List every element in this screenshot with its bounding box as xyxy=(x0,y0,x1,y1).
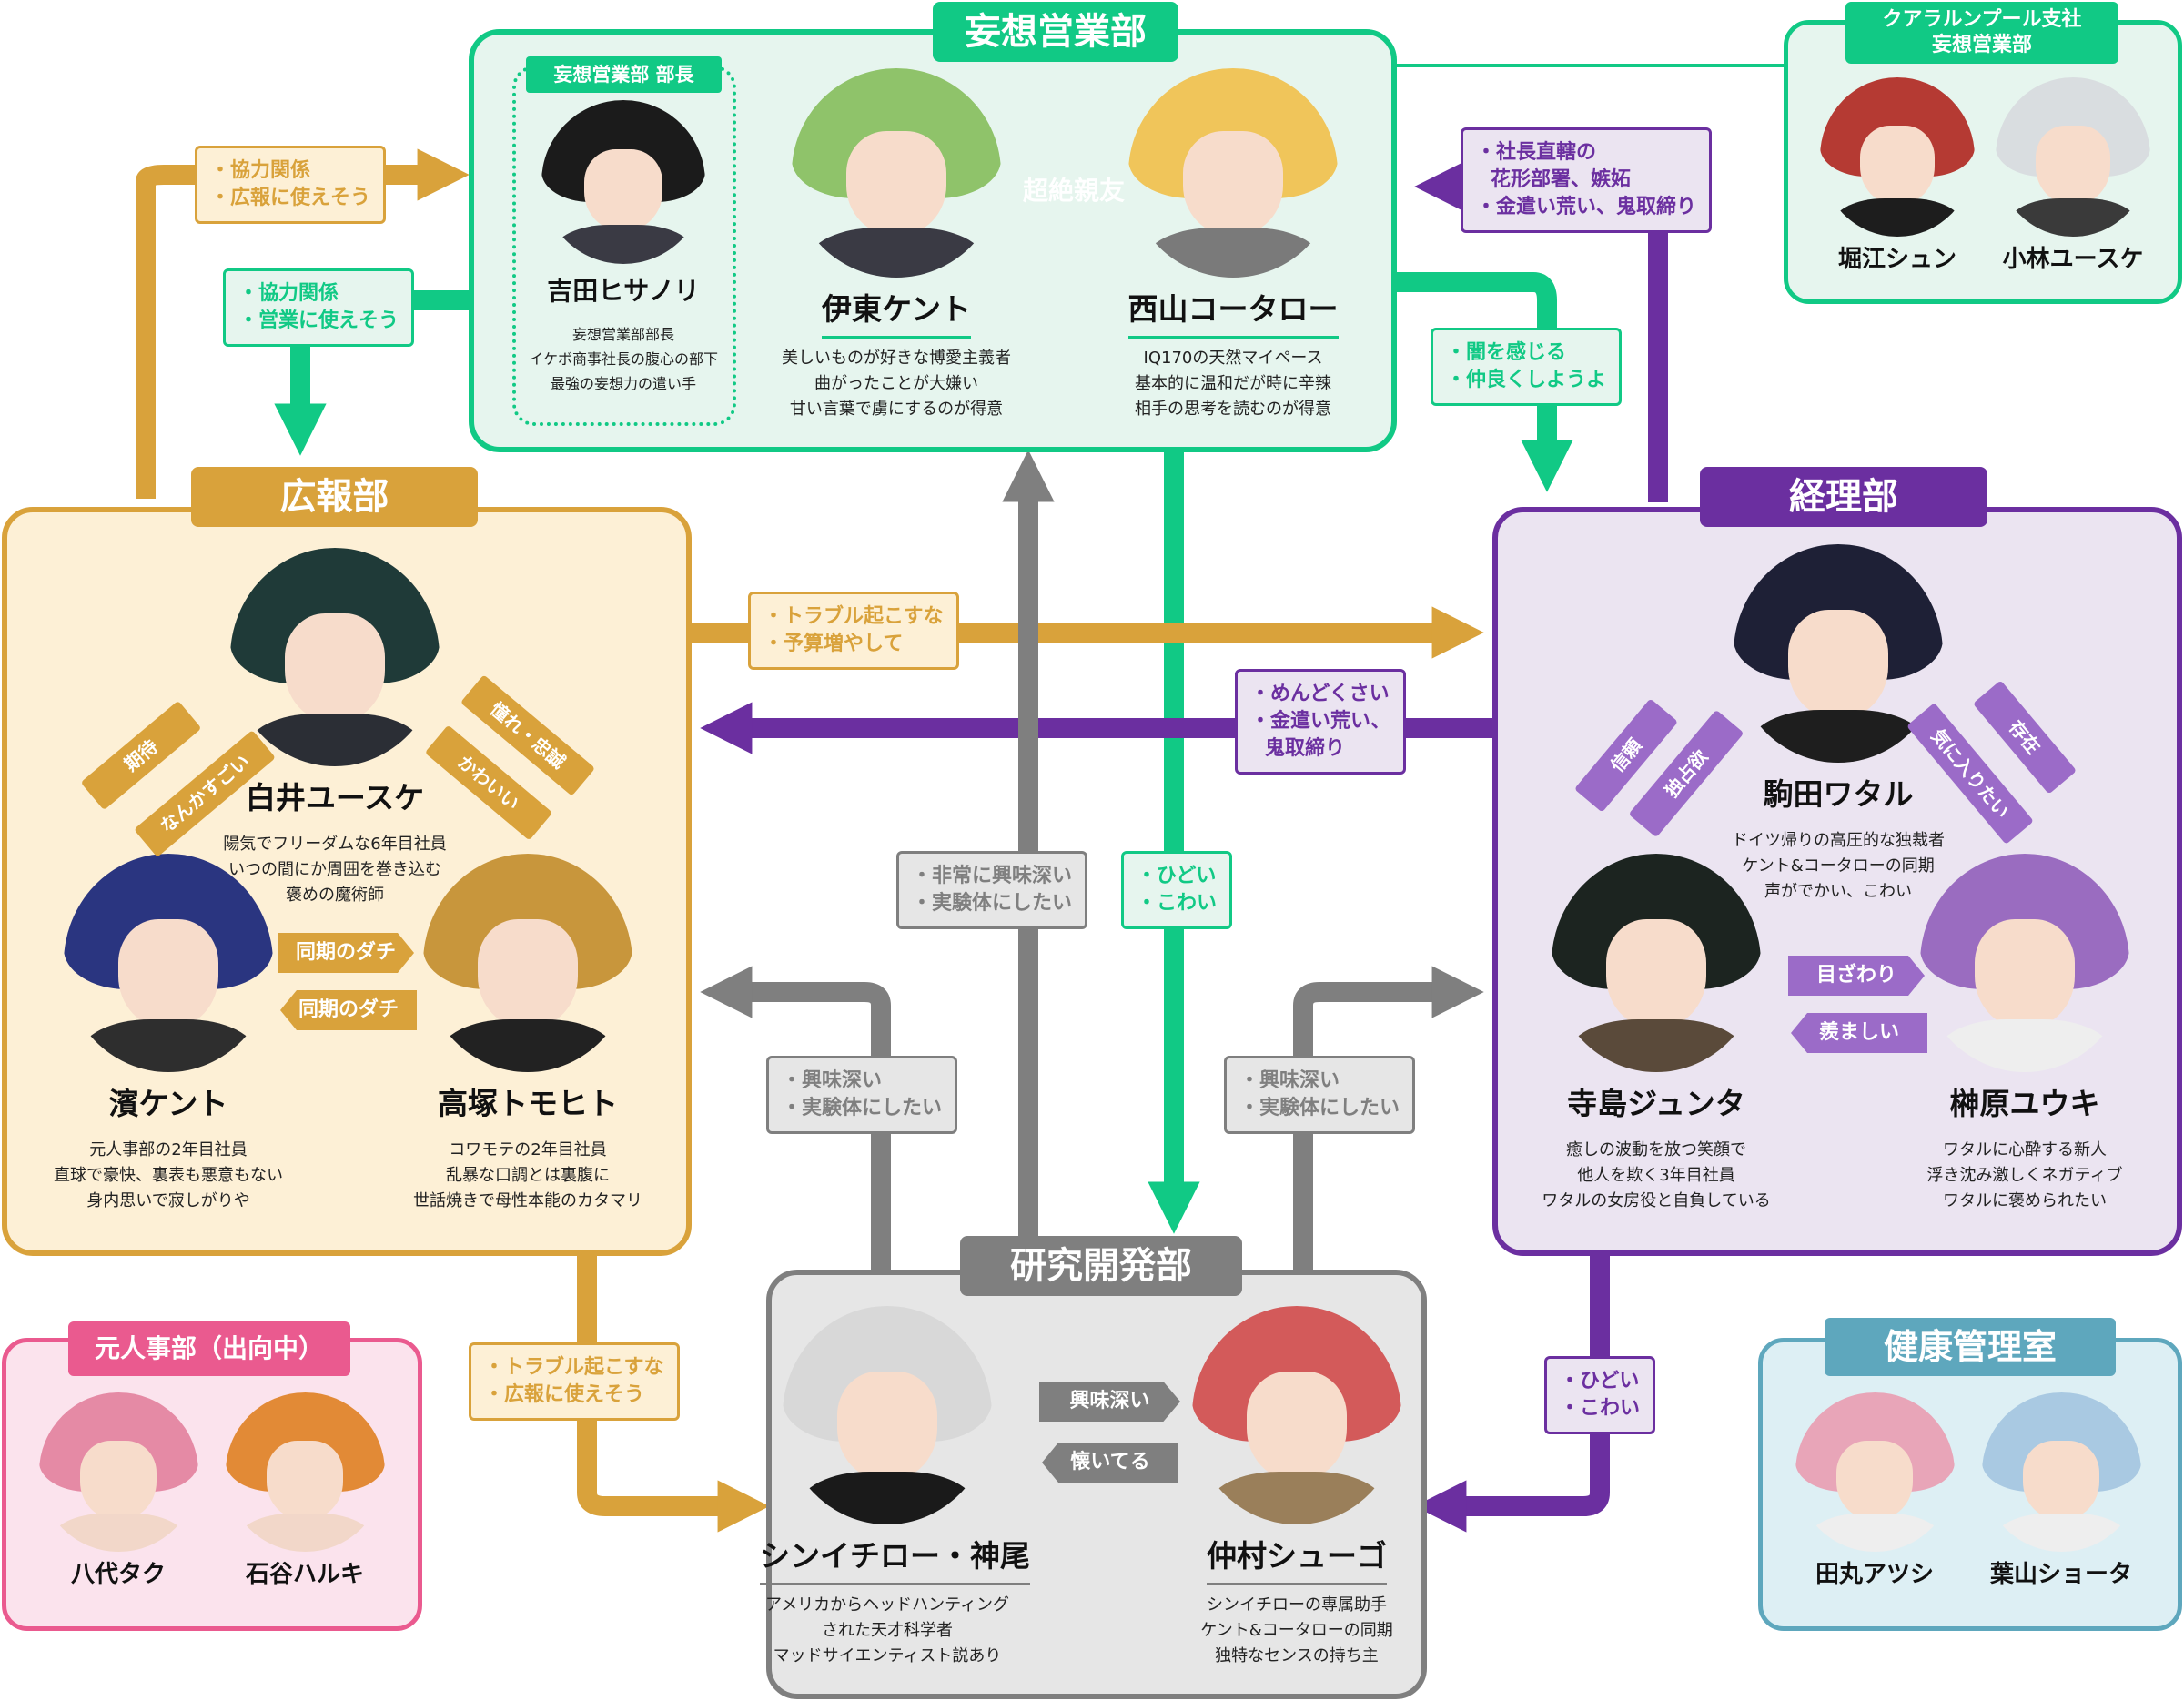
nakamura-desc: シンイチローの専属助手 ケント&コータローの同期 独特なセンスの持ち主 xyxy=(1200,1595,1393,1666)
ito-portrait xyxy=(792,68,1001,278)
tamaru-name: 田丸アツシ xyxy=(1815,1561,1934,1588)
terashima-name: 寺島ジュンタ xyxy=(1567,1086,1745,1121)
hayama-portrait xyxy=(1981,1392,2141,1552)
group-kenko-title: 健康管理室 xyxy=(1825,1318,2116,1376)
note-kenkyu-to-keiri: ・興味深い・実験体にしたい xyxy=(1224,1056,1416,1134)
character-hama: 濱ケント 元人事部の2年目社員 直球で豪快、裏表も悪意もない 身内思いで寂しがり… xyxy=(41,854,296,1214)
terashima-desc: 癒しの波動を放つ笑顔で 他人を欺く3年目社員 ワタルの女房役と自負している xyxy=(1542,1140,1771,1210)
tag-kyoumi: 興味深い xyxy=(1039,1382,1180,1422)
nishiyama-portrait xyxy=(1128,68,1338,278)
character-yoshida: 吉田ヒサノリ 妄想営業部部長 イケボ商事社長の腹心の部下 最強の妄想力の遣い手 xyxy=(496,100,751,396)
komada-desc: ドイツ帰りの高圧的な独裁者 ケント&コータローの同期 声がでかい、こわい xyxy=(1732,831,1945,901)
character-sakakibara: 榊原ユウキ ワタルに心酔する新人 浮き沈み激しくネガティブ ワタルに褒められたい xyxy=(1897,854,2152,1214)
sakakibara-portrait xyxy=(1920,854,2129,1072)
note-kenkyu-to-mousou: ・非常に興味深い・実験体にしたい xyxy=(896,851,1088,929)
tag-douki-2: 同期のダチ xyxy=(280,990,417,1030)
horie-name: 堀江シュン xyxy=(1837,246,1956,273)
ishitani-portrait xyxy=(225,1392,385,1552)
character-nakamura: 仲村シューゴ シンイチローの専属助手 ケント&コータローの同期 独特なセンスの持… xyxy=(1169,1306,1424,1669)
sakakibara-desc: ワタルに心酔する新人 浮き沈み激しくネガティブ ワタルに褒められたい xyxy=(1926,1140,2123,1210)
arrow-kenkyu-to-kouhou xyxy=(700,966,891,1270)
character-ishitani: 石谷ハルキ xyxy=(218,1392,391,1596)
note-mousou-to-kouhou: ・協力関係・営業に使えそう xyxy=(223,268,415,347)
tag-mezawari: 目ざわり xyxy=(1788,956,1925,996)
character-ito: 伊東ケント 美しいものが好きな博愛主義者 曲がったことが大嫌い 甘い言葉で虜にす… xyxy=(769,68,1024,422)
character-hayama: 葉山ショータ xyxy=(1975,1392,2148,1596)
hama-portrait xyxy=(64,854,273,1072)
group-kl-title: クアラルンプール支社 妄想営業部 xyxy=(1845,2,2118,64)
nishiyama-name: 西山コータロー xyxy=(1127,285,1339,339)
kobayashi-name: 小林ユースケ xyxy=(2002,246,2144,273)
nakamura-name: 仲村シューゴ xyxy=(1207,1532,1387,1585)
shirai-name: 白井ユースケ xyxy=(245,780,425,815)
super-friend-label: 超絶親友 xyxy=(1022,176,1125,206)
arrow-kenkyu-to-keiri xyxy=(1293,966,1484,1270)
shirai-portrait xyxy=(230,548,440,766)
yoshida-portrait xyxy=(541,100,705,264)
nakamura-portrait xyxy=(1192,1306,1401,1524)
hayama-name: 葉山ショータ xyxy=(1989,1561,2132,1588)
note-keiri-to-kenkyu: ・ひどい・こわい xyxy=(1544,1356,1656,1434)
komada-name: 駒田ワタル xyxy=(1763,776,1914,812)
character-terashima: 寺島ジュンタ 癒しの波動を放つ笑顔で 他人を欺く3年目社員 ワタルの女房役と自負… xyxy=(1529,854,1784,1214)
ito-desc: 美しいものが好きな博愛主義者 曲がったことが大嫌い 甘い言葉で虜にするのが得意 xyxy=(782,349,1011,419)
tag-urayamashii: 羨ましい xyxy=(1791,1013,1927,1053)
nishiyama-desc: IQ170の天然マイペース 基本的に温和だが時に辛辣 相手の思考を読むのが得意 xyxy=(1135,349,1331,419)
ito-name: 伊東ケント xyxy=(821,285,971,339)
note-keiri-to-mousou: ・社長直轄の 花形部署、嫉妬 ・金遣い荒い、鬼取締り xyxy=(1461,127,1713,233)
shinichiro-name: シンイチロー・神尾 xyxy=(760,1532,1030,1585)
chief-label: 妄想営業部 部長 xyxy=(526,56,722,93)
character-yashiro: 八代タク xyxy=(32,1392,205,1596)
kobayashi-portrait xyxy=(1996,77,2150,237)
tag-natsuiteru: 懐いてる xyxy=(1042,1443,1178,1483)
character-tamaru: 田丸アツシ xyxy=(1788,1392,1961,1596)
character-shinichiro: シンイチロー・神尾 アメリカからヘッドハンティング された天才科学者 マッドサイ… xyxy=(760,1306,1030,1669)
shinichiro-desc: アメリカからヘッドハンティング された天才科学者 マッドサイエンティスト説あり xyxy=(764,1595,1010,1666)
takatsuka-desc: コワモテの2年目社員 乱暴な口調とは裏腹に 世話焼きで母性本能のカタマリ xyxy=(413,1140,642,1210)
arrow-keiri-to-kenkyu xyxy=(1414,1256,1610,1533)
character-takatsuka: 高塚トモヒト コワモテの2年目社員 乱暴な口調とは裏腹に 世話焼きで母性本能のカ… xyxy=(400,854,655,1214)
terashima-portrait xyxy=(1552,854,1761,1072)
ishitani-name: 石谷ハルキ xyxy=(245,1561,364,1588)
note-kouhou-to-mousou: ・協力関係・広報に使えそう xyxy=(195,146,387,224)
dept-kouhou-title: 広報部 xyxy=(191,467,478,527)
arrow-mousou-to-keiri xyxy=(1397,272,1573,492)
sakakibara-name: 榊原ユウキ xyxy=(1949,1086,2100,1121)
group-jinji-title: 元人事部（出向中） xyxy=(68,1321,350,1376)
yashiro-portrait xyxy=(38,1392,198,1552)
dept-kenkyu-title: 研究開発部 xyxy=(960,1236,1242,1296)
character-shirai: 白井ユースケ 陽気でフリーダムな6年目社員 いつの間にか周囲を巻き込む 褒めの魔… xyxy=(207,548,462,908)
yashiro-name: 八代タク xyxy=(70,1561,166,1588)
tamaru-portrait xyxy=(1795,1392,1955,1552)
tag-douki-1: 同期のダチ xyxy=(278,933,414,973)
note-mousou-to-kenkyu: ・ひどい・こわい xyxy=(1121,851,1233,929)
character-nishiyama: 西山コータロー IQ170の天然マイペース 基本的に温和だが時に辛辣 相手の思考… xyxy=(1106,68,1360,422)
dept-mousou-title: 妄想営業部 xyxy=(933,2,1178,62)
note-kouhou-to-keiri: ・トラブル起こすな・予算増やして xyxy=(748,592,959,670)
character-kobayashi: 小林ユースケ xyxy=(1987,77,2159,281)
yoshida-name: 吉田ヒサノリ xyxy=(547,276,700,306)
character-horie: 堀江シュン xyxy=(1811,77,1984,281)
arrow-kouhou-to-mousou xyxy=(136,148,470,499)
dept-keiri-title: 経理部 xyxy=(1700,467,1987,527)
note-keiri-to-kouhou: ・めんどくさい ・金遣い荒い、 鬼取締り xyxy=(1235,669,1407,775)
takatsuka-name: 高塚トモヒト xyxy=(438,1086,618,1121)
note-mousou-to-keiri: ・闇を感じる・仲良くしようよ xyxy=(1431,328,1623,406)
shinichiro-portrait xyxy=(783,1306,992,1524)
note-kouhou-to-kenkyu: ・トラブル起こすな・広報に使えそう xyxy=(469,1342,680,1421)
hama-desc: 元人事部の2年目社員 直球で豪快、裏表も悪意もない 身内思いで寂しがりや xyxy=(54,1140,283,1210)
shirai-desc: 陽気でフリーダムな6年目社員 いつの間にか周囲を巻き込む 褒めの魔術師 xyxy=(223,835,447,905)
note-kenkyu-to-kouhou: ・興味深い・実験体にしたい xyxy=(766,1056,958,1134)
takatsuka-portrait xyxy=(423,854,632,1072)
arrow-kouhou-to-kenkyu xyxy=(577,1256,770,1533)
yoshida-desc: 妄想営業部部長 イケボ商事社長の腹心の部下 最強の妄想力の遣い手 xyxy=(528,326,718,392)
horie-portrait xyxy=(1820,77,1975,237)
hama-name: 濱ケント xyxy=(108,1086,228,1121)
